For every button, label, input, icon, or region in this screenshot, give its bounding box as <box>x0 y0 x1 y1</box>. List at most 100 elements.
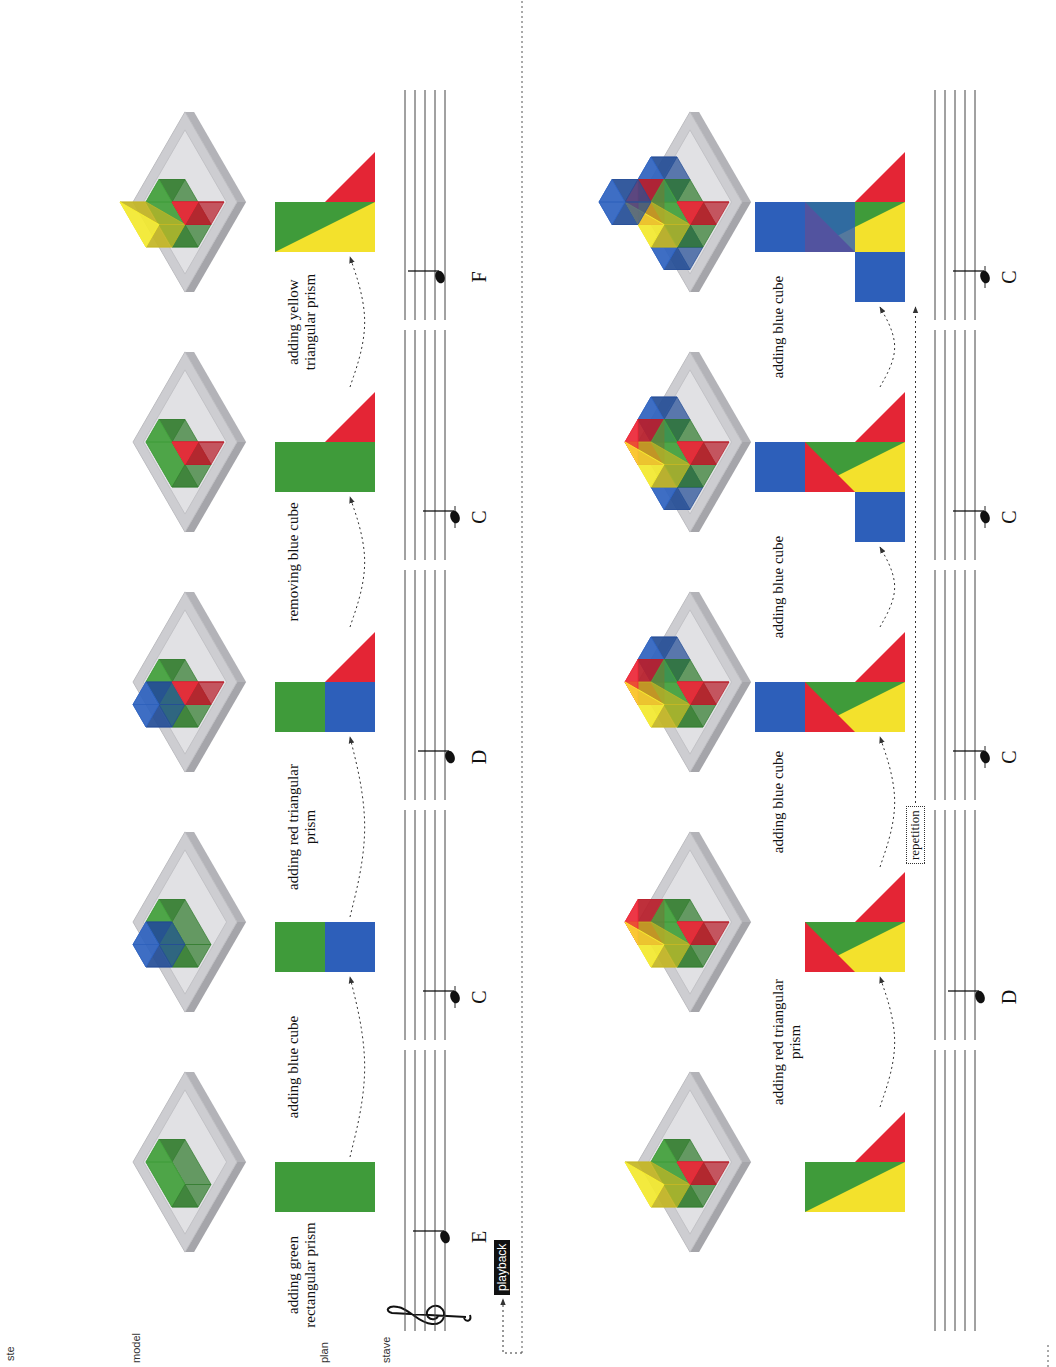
staff-line <box>975 570 976 800</box>
platform-inset <box>648 370 731 514</box>
plan-shape <box>805 1162 905 1212</box>
platform-top <box>133 1072 237 1252</box>
plan-shape <box>805 202 905 252</box>
staff-line <box>435 330 436 560</box>
staff-line <box>945 1050 946 1331</box>
step <box>625 810 987 1040</box>
platform-top <box>133 112 237 292</box>
plan-shape <box>325 922 375 972</box>
staff-line <box>935 1050 936 1331</box>
staff-line <box>935 90 936 320</box>
node-text: playback <box>495 1244 509 1291</box>
staff-line <box>955 90 956 320</box>
block-face <box>625 682 664 727</box>
plan-shape <box>275 1162 375 1212</box>
step-label: adding blue cube <box>770 737 787 867</box>
platform-inset <box>143 370 226 514</box>
block-face <box>172 682 198 705</box>
block-face <box>172 442 198 465</box>
plan-shape <box>855 1112 905 1162</box>
block-face <box>599 180 625 225</box>
staff-line <box>975 1050 976 1331</box>
plan-shape <box>275 202 375 252</box>
platform-top <box>638 112 742 292</box>
plan-shape <box>325 632 375 682</box>
block-face <box>677 202 703 225</box>
step-label: adding red triangular prism <box>770 977 805 1107</box>
staff-line <box>405 1050 406 1331</box>
plan-shape <box>805 202 855 252</box>
staff-line <box>935 570 936 800</box>
staff-line <box>415 1050 416 1331</box>
block-face <box>133 922 159 967</box>
plan-shape <box>275 682 375 732</box>
step-arrow <box>880 307 895 387</box>
staff-line <box>445 810 446 1040</box>
note-stem <box>953 750 984 751</box>
note-stem <box>953 270 984 271</box>
plan-shape <box>805 442 855 492</box>
note-stem <box>953 510 984 511</box>
plan-shape <box>855 152 905 202</box>
staff-line <box>445 330 446 560</box>
row-label: stave <box>380 1337 393 1363</box>
staff-line <box>435 90 436 320</box>
platform-top <box>133 352 237 532</box>
playback-line <box>503 1299 522 1353</box>
step <box>625 570 992 800</box>
plan-shape <box>805 202 855 252</box>
block-face <box>625 442 664 487</box>
block-face <box>172 465 211 488</box>
staff-line <box>945 570 946 800</box>
note-name: C <box>998 742 1021 772</box>
note-stem <box>423 510 454 511</box>
staff-line <box>415 810 416 1040</box>
platform-inset <box>648 610 731 754</box>
note-name: C <box>998 502 1021 532</box>
playback-tag: playback <box>494 1240 510 1295</box>
platform-inset <box>648 130 731 274</box>
note-stem <box>418 750 449 751</box>
step <box>599 90 992 320</box>
staff-line <box>425 90 426 320</box>
platform-inset <box>648 1090 731 1234</box>
row-label: plan <box>318 1342 331 1363</box>
step-arrow <box>880 547 895 627</box>
note-name: C <box>468 982 491 1012</box>
repetition-box: repetition <box>906 806 925 864</box>
staff-line <box>445 90 446 320</box>
plan-shape <box>805 922 905 972</box>
platform-inset <box>143 130 226 274</box>
staff-line <box>415 330 416 560</box>
block-face <box>172 1185 211 1208</box>
note-name: C <box>998 262 1021 292</box>
plan-shape <box>855 492 905 542</box>
plan-shape <box>805 922 855 972</box>
staff-line <box>435 570 436 800</box>
staff-line <box>965 810 966 1040</box>
staff-line <box>965 570 966 800</box>
plan-shape <box>805 922 905 972</box>
platform-inset <box>648 850 731 994</box>
step-label: removing blue cube <box>285 497 302 627</box>
staff-line <box>405 810 406 1040</box>
step-arrow <box>350 977 365 1157</box>
staff-line <box>955 1050 956 1331</box>
staff-line <box>965 1050 966 1331</box>
staff-line <box>955 570 956 800</box>
step-arrow <box>350 497 365 627</box>
block-face <box>677 442 703 465</box>
note-name: D <box>468 742 491 772</box>
plan-shape <box>855 872 905 922</box>
staff-line <box>405 330 406 560</box>
block-face <box>677 1162 703 1185</box>
staff-line <box>435 1050 436 1331</box>
staff-line <box>425 330 426 560</box>
plan-shape <box>325 392 375 442</box>
staff-line <box>965 330 966 560</box>
step <box>625 330 992 560</box>
staff-line <box>945 90 946 320</box>
plan-shape <box>855 252 905 302</box>
